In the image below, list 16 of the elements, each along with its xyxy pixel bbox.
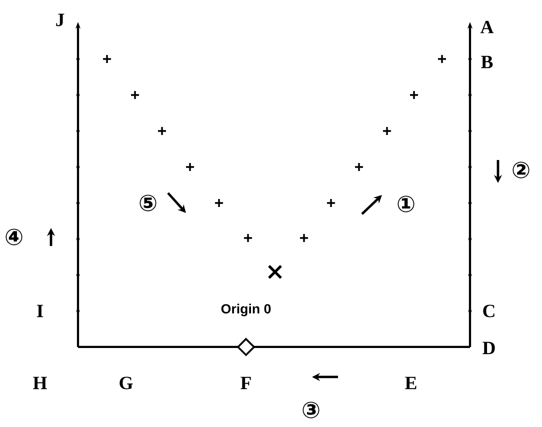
- circled-number: ⑤: [140, 194, 156, 212]
- circled-number: ③: [302, 402, 320, 418]
- point-label: A: [480, 20, 494, 34]
- point-label: D: [482, 342, 495, 354]
- point-label: H: [33, 376, 47, 390]
- circled-number: ②: [512, 162, 530, 178]
- point-label: J: [56, 14, 64, 26]
- point-label: B: [481, 56, 493, 68]
- point-label: I: [37, 304, 43, 318]
- circled-number: ④: [6, 228, 22, 246]
- point-label: C: [483, 304, 494, 318]
- origin-label: Origin 0: [221, 304, 271, 316]
- point-label: E: [405, 376, 416, 390]
- point-label: G: [120, 376, 133, 390]
- point-label: F: [240, 376, 251, 390]
- circled-number: ①: [398, 196, 414, 212]
